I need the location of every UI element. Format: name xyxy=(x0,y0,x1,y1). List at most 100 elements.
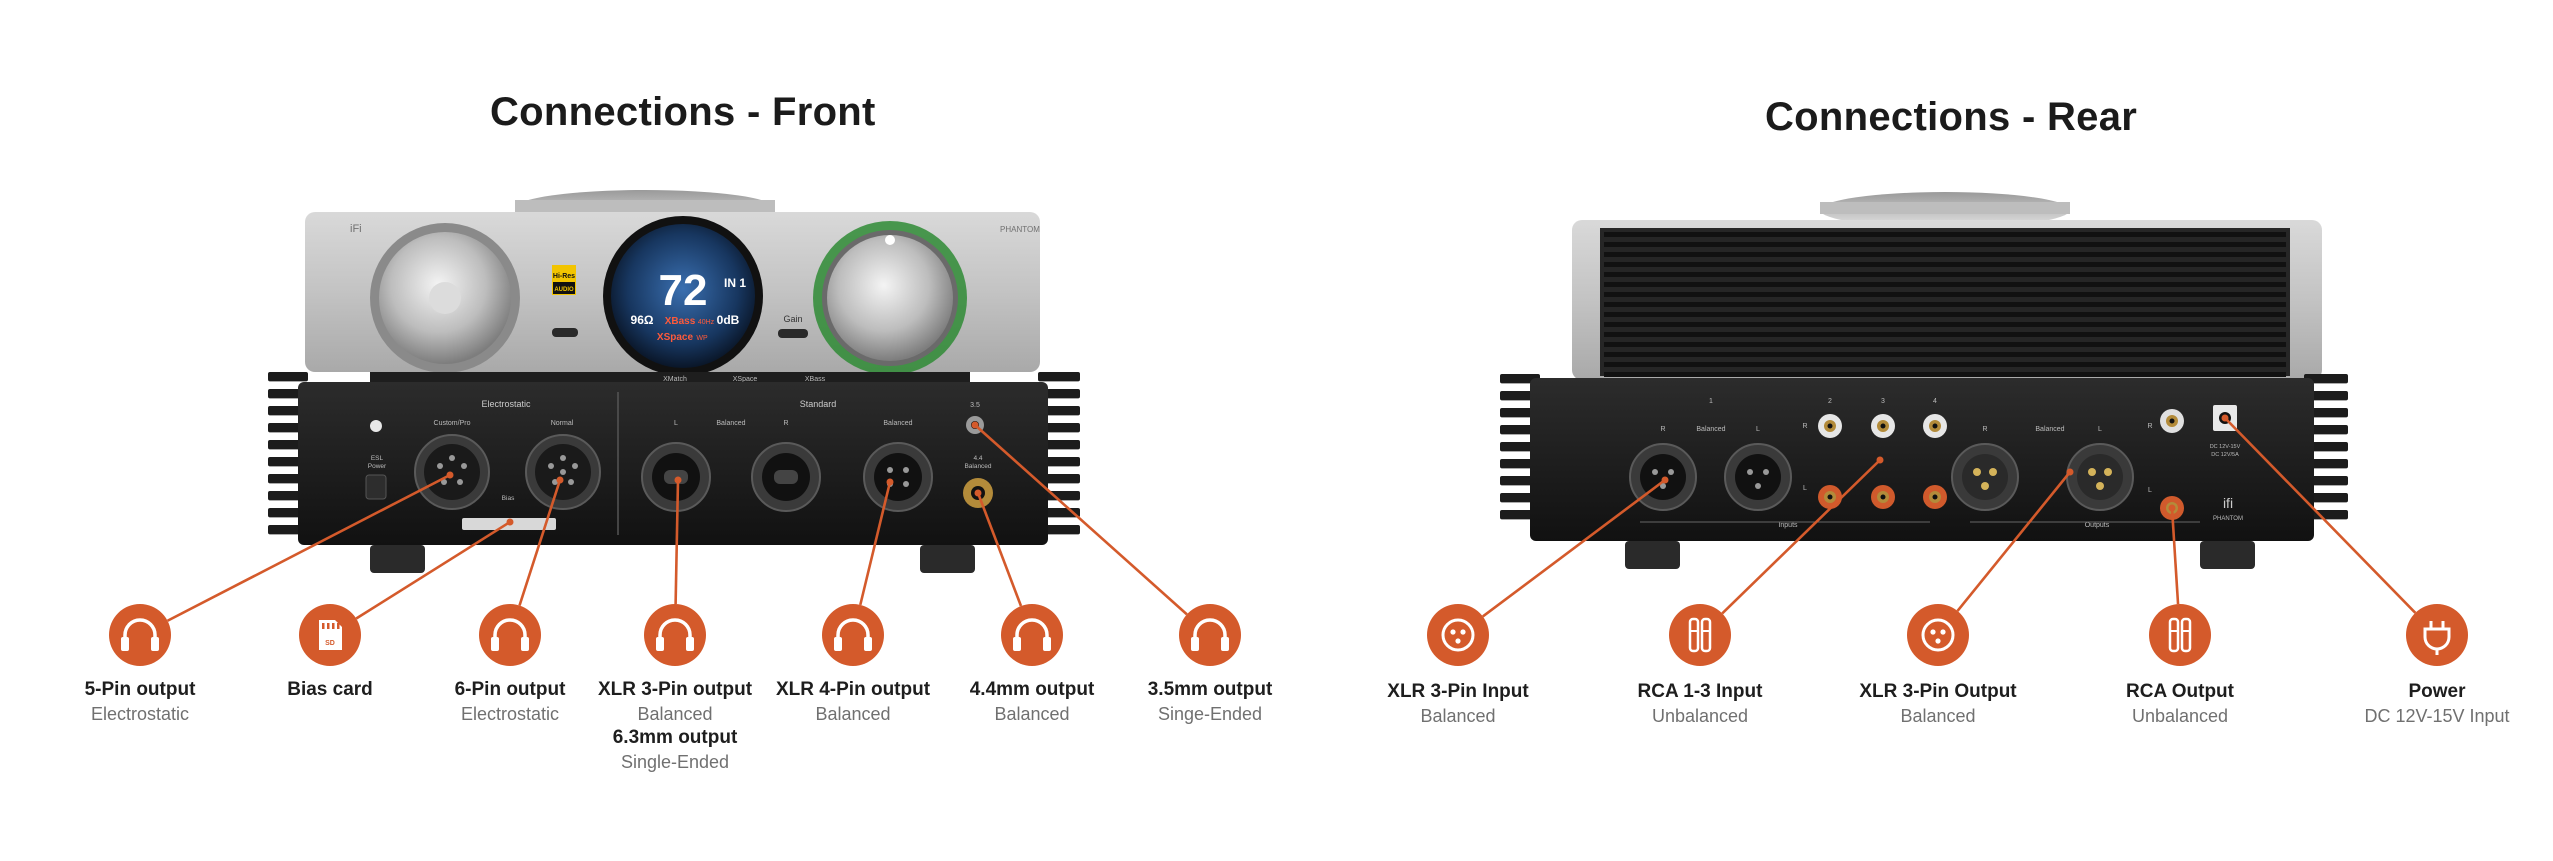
xlr-output-l[interactable] xyxy=(2066,443,2134,511)
headphones-icon xyxy=(644,604,706,666)
callout-name: 5-Pin output xyxy=(84,679,196,700)
leader-rear-2-end xyxy=(1876,456,1884,464)
display-bass-suffix: 40Hz xyxy=(698,319,715,326)
rear-foot-right xyxy=(2200,541,2255,569)
callout-detail: Balanced xyxy=(1900,706,1976,726)
callout-name: XLR 3-Pin Output xyxy=(1859,681,2017,702)
callout-detail: Balanced xyxy=(994,704,1070,724)
rca-connector-icon xyxy=(2149,604,2211,666)
xlr-output-r[interactable] xyxy=(1951,443,2019,511)
xlr-4-pin-socket[interactable] xyxy=(863,442,933,512)
label-esl: ESL xyxy=(371,455,384,462)
gain-toggle[interactable] xyxy=(778,329,808,338)
callout-detail-secondary: Single-Ended xyxy=(620,752,730,772)
rear-out-r: R xyxy=(1982,426,1987,433)
xlr-connector-icon xyxy=(1427,604,1489,666)
xlr-combo-socket-left[interactable] xyxy=(641,442,711,512)
callout-detail: Balanced xyxy=(815,704,891,724)
leader-rear-5-end xyxy=(2221,414,2229,422)
callout-icons: SD xyxy=(109,604,2468,666)
headphones-icon xyxy=(479,604,541,666)
leader-front-2-end xyxy=(506,518,514,526)
rear-title: Connections - Rear xyxy=(1765,95,2138,139)
leader-rear-1 xyxy=(1482,478,1666,618)
headphones-icon xyxy=(1179,604,1241,666)
hires-badge-bottom: AUDIO xyxy=(554,287,574,293)
callout-name: 3.5mm output xyxy=(1147,679,1273,700)
leader-front-1 xyxy=(166,473,451,622)
menu-strip xyxy=(370,372,970,383)
esl-power-led xyxy=(370,420,382,432)
callout-detail: DC 12V-15V Input xyxy=(2364,706,2510,726)
callout-leader-lines xyxy=(166,414,2417,622)
leader-rear-3 xyxy=(1956,471,2072,612)
label-bal-r: R xyxy=(783,420,788,427)
label-normal: Normal xyxy=(551,420,574,427)
leader-front-6 xyxy=(976,492,1023,607)
label-4-4-balanced: Balanced xyxy=(964,463,991,470)
rear-dc-label: DC 12V-15V xyxy=(2210,444,2241,450)
headphones-icon xyxy=(109,604,171,666)
callout-detail: Unbalanced xyxy=(1651,706,1749,726)
leader-front-2 xyxy=(355,520,511,620)
sd-card-icon: SD xyxy=(299,604,361,666)
label-3-5: 3.5 xyxy=(970,402,980,409)
callout-detail: Balanced xyxy=(637,704,713,724)
front-device: 72 IN 1 96Ω XBass 40Hz 0dB XSpace WP Hi-… xyxy=(268,190,1080,573)
5-pin-electrostatic-socket[interactable] xyxy=(414,434,490,510)
esl-power-button[interactable] xyxy=(365,474,387,500)
xlr-combo-socket-right[interactable] xyxy=(751,442,821,512)
label-bias: Bias xyxy=(502,495,515,502)
callout-name: RCA 1-3 Input xyxy=(1637,681,1763,702)
display-space: XSpace xyxy=(657,332,694,343)
label-custom-pro: Custom/Pro xyxy=(434,420,471,427)
rear-in-l: L xyxy=(1756,426,1760,433)
rear-label-1: 1 xyxy=(1709,398,1713,405)
display-impedance: 96Ω xyxy=(631,313,654,327)
gain-label: Gain xyxy=(783,314,802,324)
leader-rear-5 xyxy=(2224,417,2417,614)
leader-front-7-end xyxy=(971,421,979,429)
callout-name: 6-Pin output xyxy=(454,679,566,700)
rear-foot-left xyxy=(1625,541,1680,569)
callout-name: XLR 4-Pin output xyxy=(775,679,931,700)
callout-label: Bias card xyxy=(287,678,373,702)
label-balanced-4pin: Balanced xyxy=(883,420,912,427)
rear-in-r: R xyxy=(1660,426,1665,433)
leader-rear-4-end xyxy=(2168,504,2176,512)
label-4-4: 4.4 xyxy=(973,455,982,462)
label-standard: Standard xyxy=(800,399,837,409)
6-pin-electrostatic-socket[interactable] xyxy=(525,434,601,510)
front-brand-logo: iFi xyxy=(350,223,362,235)
menu-xspace: XSpace xyxy=(733,376,758,383)
filter-toggle[interactable] xyxy=(552,328,578,337)
rca-output-r[interactable] xyxy=(2160,409,2184,433)
callout-name: 4.4mm output xyxy=(969,679,1095,700)
front-brand-name: PHANTOM xyxy=(1000,225,1040,234)
xlr-input-l[interactable] xyxy=(1724,443,1792,511)
rear-brand-name: PHANTOM xyxy=(2213,516,2243,522)
xlr-connector-icon xyxy=(1907,604,1969,666)
label-bal: Balanced xyxy=(716,420,745,427)
menu-xmatch: XMatch xyxy=(663,376,687,383)
front-heatsink-right xyxy=(1038,372,1080,535)
rear-in-balanced: Balanced xyxy=(1696,426,1725,433)
display-bass: XBass xyxy=(665,316,696,327)
rear-heatsink-right xyxy=(2304,374,2348,520)
headphones-icon xyxy=(822,604,884,666)
leader-rear-4 xyxy=(2170,507,2180,605)
rear-rca-out-l: L xyxy=(2148,487,2152,494)
display-input: IN 1 xyxy=(724,276,746,290)
rear-label-3: 3 xyxy=(1881,398,1885,405)
rear-rca-out-r: R xyxy=(2147,423,2152,430)
hires-badge-top: Hi-Res xyxy=(553,273,575,280)
rear-out-balanced: Balanced xyxy=(2035,426,2064,433)
leader-rear-3-end xyxy=(2066,468,2074,476)
rear-brand-logo: ifi xyxy=(2223,495,2233,511)
callout-detail: Unbalanced xyxy=(2131,706,2229,726)
